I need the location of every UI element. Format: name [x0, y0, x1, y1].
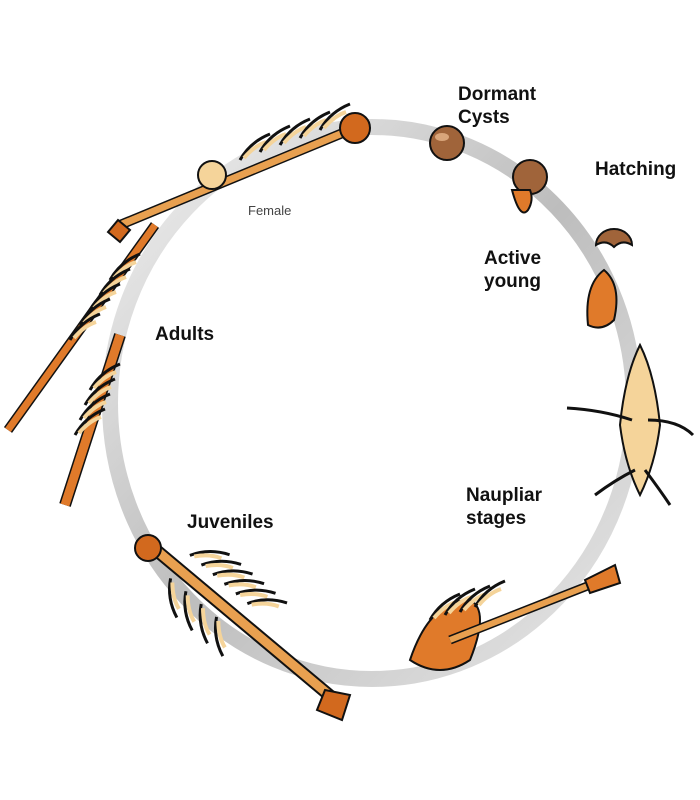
label-line: Naupliar — [466, 485, 543, 506]
label-line: Dormant — [458, 84, 537, 105]
metanauplius-icon — [408, 563, 622, 671]
female-icon — [106, 102, 371, 244]
label-female: Female — [248, 203, 292, 218]
nauplius-icon — [566, 342, 695, 506]
hatching-shell-icon — [586, 228, 634, 329]
label-juveniles: Juveniles — [187, 512, 274, 533]
adult-male-icon — [3, 222, 160, 433]
label-line: young — [484, 271, 541, 292]
juvenile-icon — [134, 533, 352, 722]
label-line: Cysts — [458, 107, 510, 128]
label-line: stages — [466, 508, 527, 529]
label-adults: Adults — [155, 324, 215, 345]
hatching-cyst-icon — [510, 159, 548, 214]
label-hatching: Hatching — [595, 159, 677, 180]
adult-female-icon — [59, 333, 126, 507]
dormant-cyst-icon — [429, 125, 465, 161]
label-line: Active — [484, 248, 542, 269]
